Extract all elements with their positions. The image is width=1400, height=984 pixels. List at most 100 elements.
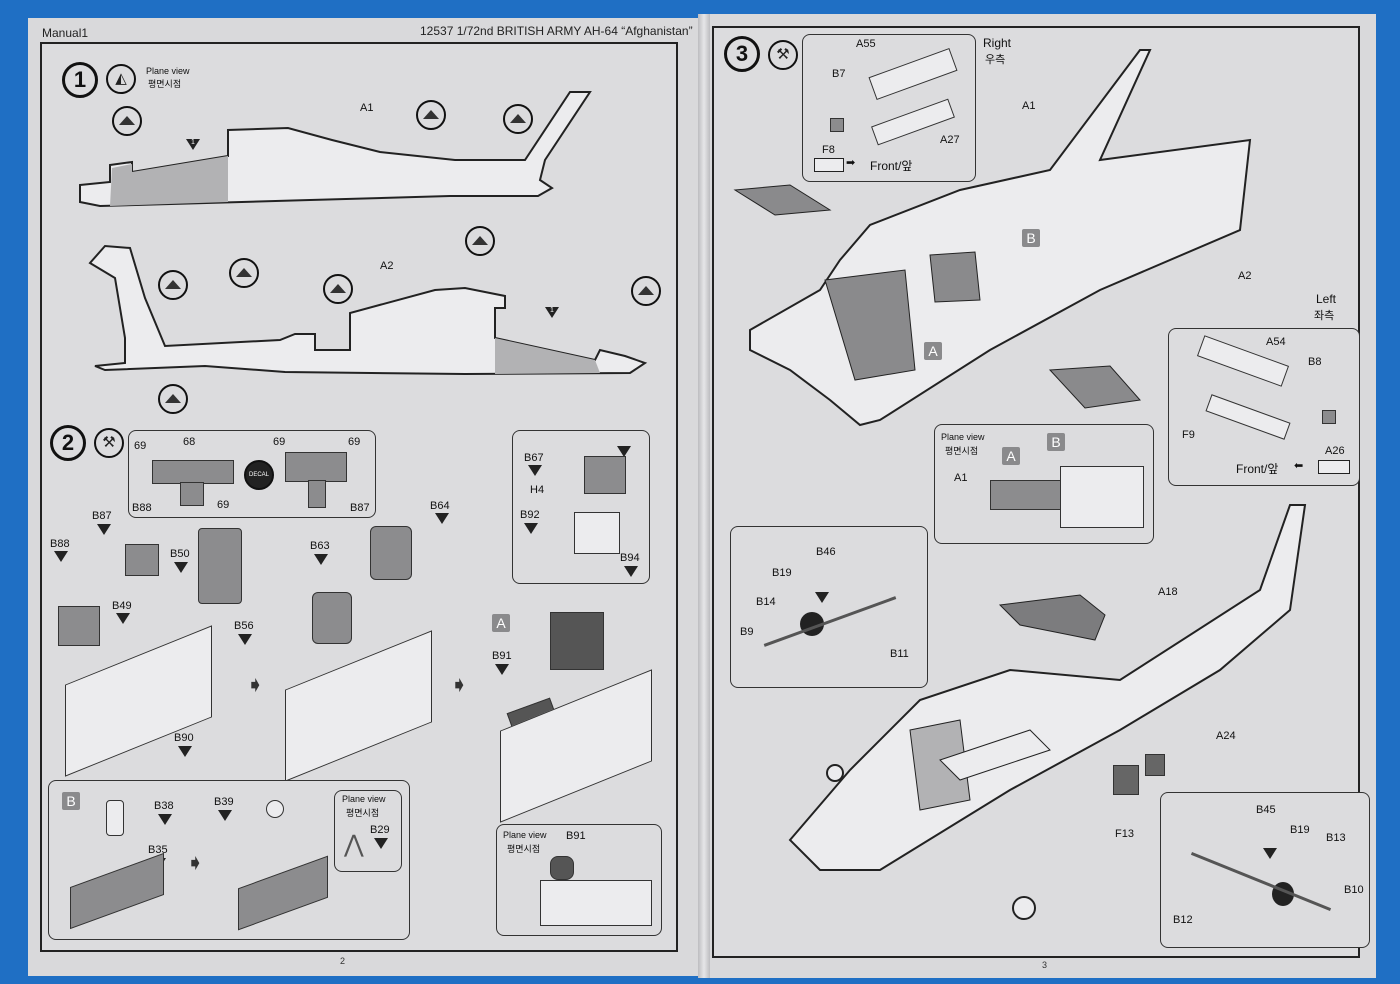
quantity-marker <box>528 465 542 476</box>
step1-plane-view-en: Plane view <box>146 66 190 76</box>
wing-orientation-icon <box>1318 460 1350 474</box>
part-label-b67: B67 <box>524 452 544 464</box>
part-label-b39: B39 <box>214 796 234 808</box>
quantity-marker <box>218 810 232 821</box>
subassembly-tag-a: A <box>492 614 510 632</box>
part-label-f13: F13 <box>1115 828 1134 840</box>
quantity-marker <box>374 838 388 849</box>
front-label: Front/앞 <box>1236 462 1279 476</box>
part-label-b7: B7 <box>832 68 846 80</box>
plane-view-label: Plane view <box>503 830 547 840</box>
part-label-b91: B91 <box>492 650 512 662</box>
glue-point-icon <box>323 274 353 304</box>
next-step-arrow: ➧ <box>246 672 265 697</box>
rear-wheel <box>826 764 844 782</box>
front-gear-inset <box>730 526 928 688</box>
part-b38 <box>106 800 124 836</box>
part-label-b9: B9 <box>740 626 754 638</box>
quantity-marker <box>314 554 328 565</box>
front-wheel <box>1012 896 1036 920</box>
cement-icon: ⚒ <box>94 428 124 458</box>
plane-view-icon: ◭ <box>106 64 136 94</box>
quantity-marker <box>238 634 252 645</box>
part-label: B64 <box>430 500 450 512</box>
right-label: Right <box>983 36 1012 50</box>
next-step-arrow: ➧ <box>450 672 469 697</box>
glue-point-icon <box>465 226 495 256</box>
cockpit-side-view <box>540 880 652 926</box>
plane-view-label-ko: 평면시점 <box>945 446 979 456</box>
part-label: B90 <box>174 732 194 744</box>
instrument-panel-b87 <box>285 452 347 482</box>
part-b94 <box>574 512 620 554</box>
part-b29-shape: ⋀ <box>344 831 364 858</box>
plane-view-label-ko: 평면시점 <box>507 844 541 854</box>
decal-number: 69 <box>217 499 230 511</box>
part-label-h4: H4 <box>530 484 545 496</box>
part-a24 <box>1145 754 1165 776</box>
subassembly-tag-b: B <box>1047 433 1065 451</box>
quantity-marker <box>815 592 829 603</box>
part-label-b12: B12 <box>1173 914 1193 926</box>
plane-view-label: Plane view <box>342 794 386 804</box>
part-b87 <box>125 544 159 576</box>
plane-view-label-ko: 평면시점 <box>346 808 380 818</box>
quantity-marker <box>545 307 559 318</box>
completed-fuselage-drawing <box>788 504 1307 871</box>
part-label-a55: A55 <box>856 38 876 50</box>
front-arrow-icon: ⬅ <box>1294 460 1304 472</box>
instrument-panel-b87-stem <box>308 480 326 508</box>
quantity-marker <box>178 746 192 757</box>
subassembly-tag-a: A <box>1002 447 1020 465</box>
instrument-panel-b88 <box>152 460 234 484</box>
part-label-a2: A2 <box>380 260 394 272</box>
part-label-a18: A18 <box>1158 586 1178 598</box>
part-label-a1: A1 <box>360 102 374 114</box>
quantity-marker <box>54 551 68 562</box>
page-fold <box>698 14 710 978</box>
manual-label: Manual1 <box>42 26 89 40</box>
decal-number: 69 <box>348 436 361 448</box>
decal-number: 68 <box>183 436 196 448</box>
part-label: B87 <box>92 510 112 522</box>
part-label-b45: B45 <box>1256 804 1276 816</box>
part-f13 <box>1113 765 1139 795</box>
plane-view-inset-b29 <box>334 790 402 872</box>
quantity-marker <box>495 664 509 675</box>
fuselage-half-a1-drawing <box>79 91 592 208</box>
glue-point-icon <box>503 104 533 134</box>
page-number-left: 2 <box>340 956 346 966</box>
glue-point-icon <box>631 276 661 306</box>
quantity-marker <box>524 523 538 534</box>
subassembly-tag-b: B <box>1022 229 1040 247</box>
glue-point-icon <box>416 100 446 130</box>
part-label-b92: B92 <box>520 509 540 521</box>
part-label: B49 <box>112 600 132 612</box>
quantity-marker <box>624 566 638 577</box>
quantity-marker <box>116 613 130 624</box>
part-label-a1: A1 <box>954 472 968 484</box>
decal-number: 69 <box>273 436 286 448</box>
front-arrow-icon: ➡ <box>846 157 856 169</box>
front-label: Front/앞 <box>870 159 913 173</box>
part-label: B56 <box>234 620 254 632</box>
seat-b64 <box>370 526 412 580</box>
part-label-a27: A27 <box>940 134 960 146</box>
quantity-marker <box>97 524 111 535</box>
wing-orientation-icon <box>814 158 844 172</box>
seat-b63 <box>312 592 352 644</box>
fuselage-assembly-drawing <box>733 49 1252 427</box>
part-label-f9: A26 <box>1325 445 1345 457</box>
part-label-b29: B29 <box>370 824 390 836</box>
part-b88 <box>58 606 100 646</box>
subassembly-tag-a: A <box>924 342 942 360</box>
part-label-a54: A54 <box>1266 336 1286 348</box>
part-label-b88: B88 <box>132 502 152 514</box>
part-label-b19: B19 <box>772 567 792 579</box>
part-label-b46: B46 <box>816 546 836 558</box>
part-label-b94: B94 <box>620 552 640 564</box>
part-label: B88 <box>50 538 70 550</box>
plane-view-label: Plane view <box>941 432 985 442</box>
quantity-marker <box>617 446 631 457</box>
part-label-a26: F9 <box>1182 429 1195 441</box>
